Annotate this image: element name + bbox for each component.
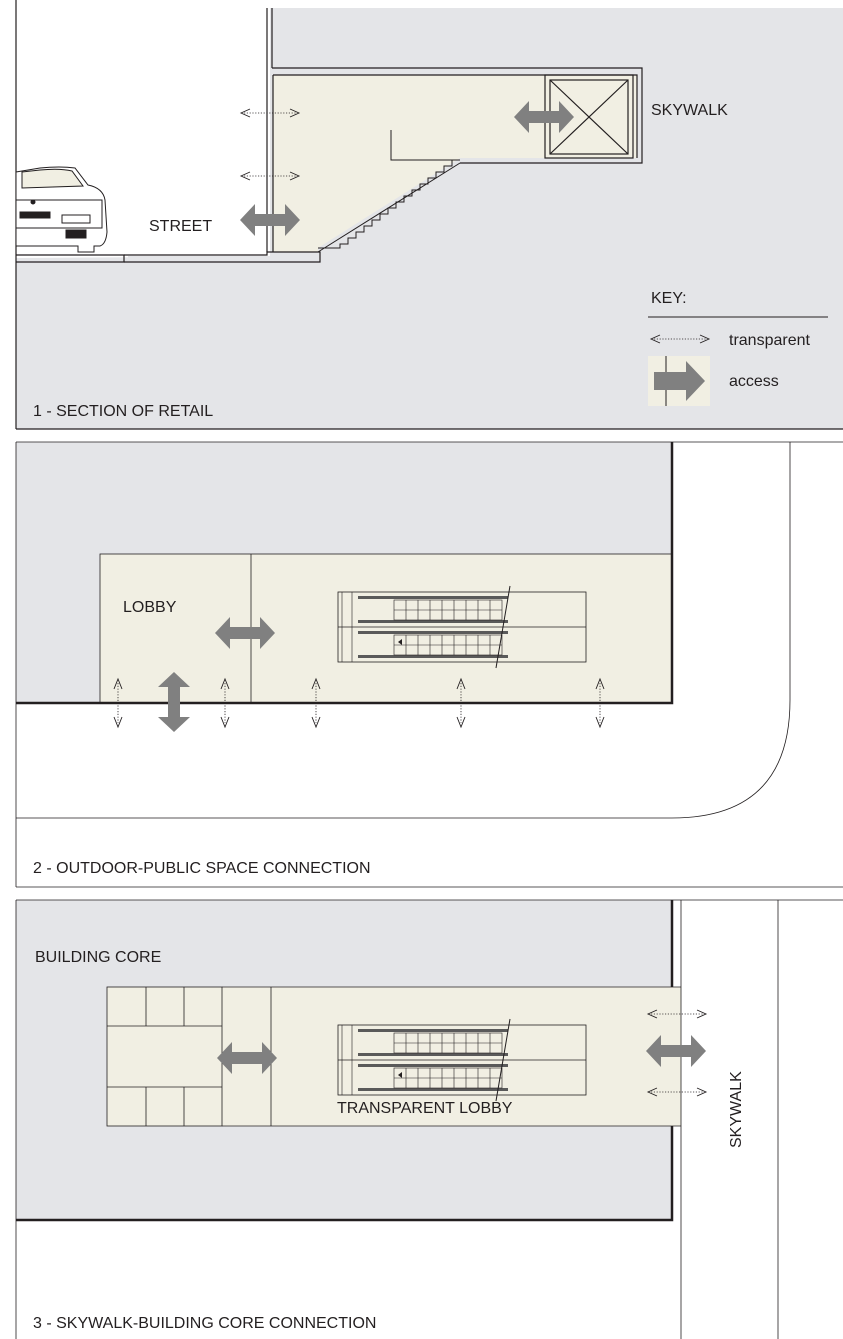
car-icon [15,166,108,253]
legend: KEY: transparent access [648,290,828,406]
building-core-label: BUILDING CORE [35,949,161,966]
panel-3-skywalk-core: BUILDING CORE TRANSPARENT LOBBY SKYWALK … [15,899,843,1339]
lobby-interior [100,554,672,703]
panel-3-caption: 3 - SKYWALK-BUILDING CORE CONNECTION [33,1315,376,1332]
key-access-label: access [729,373,779,390]
skywalk-label: SKYWALK [651,102,728,119]
lobby-label: LOBBY [123,599,177,616]
transparent-lobby-interior [107,987,681,1126]
panel-1-section-of-retail: STREET SKYWALK KEY: transparent access 1… [15,0,843,430]
street-label: STREET [149,218,212,235]
key-title: KEY: [651,290,687,307]
transparent-lobby-label: TRANSPARENT LOBBY [337,1100,513,1117]
panel-2-caption: 2 - OUTDOOR-PUBLIC SPACE CONNECTION [33,860,371,877]
key-transparent-label: transparent [729,332,810,349]
panel-2-outdoor-public-space: LOBBY 2 - OUTDOOR-PUBLIC SPACE CONNECTIO… [15,441,843,888]
staircase-icon [317,130,461,253]
skywalk-label: SKYWALK [728,1071,745,1148]
panel-1-caption: 1 - SECTION OF RETAIL [33,403,213,420]
access-arrow-icon [654,361,705,401]
